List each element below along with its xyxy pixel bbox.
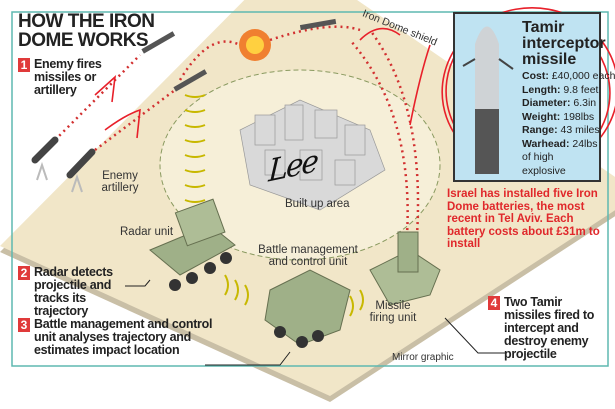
explosion-icon [239,29,271,61]
spec-row: Cost: £40,000 each [522,70,615,84]
step-2: 2 Radar detects projectile and tracks it… [18,266,138,318]
credit-text: Mirror graphic [392,352,454,363]
missile-launcher [369,231,441,306]
step-text: Two Tamir missiles fired to intercept an… [504,295,595,361]
step-text: Battle management and control unit analy… [34,317,213,357]
step-number: 4 [488,296,500,310]
spec-value: 198lbs [563,110,595,123]
tamir-info-box: Tamir interceptor missile Cost: £40,000 … [453,12,615,182]
enemy-missile-icon [141,18,337,92]
spec-value: 43 miles [560,124,600,136]
spec-value: 9.8 feet [563,83,599,96]
spec-key: Length: [522,83,561,96]
step-3: 3 Battle management and control unit ana… [18,318,218,357]
label-enemy-artillery: Enemy artillery [101,170,139,194]
spec-key: Warhead: [522,137,570,150]
tamir-missile-icon [462,26,514,174]
spec-key: Cost: [522,70,549,82]
artillery-stand [36,161,83,193]
label-battle-unit: Battle management and control unit [258,244,358,268]
label-built-up-area: Built up area [285,198,350,210]
step-number: 1 [18,58,30,72]
leader-lines [125,279,505,366]
step-4: 4 Two Tamir missiles fired to intercept … [488,296,598,361]
spec-row: Warhead: 24lbs of high explosive [522,138,600,179]
step-number: 3 [18,318,30,332]
radar-unit-vehicle [149,198,236,291]
label-radar-unit: Radar unit [120,226,174,238]
spec-value: £40,000 each [551,70,615,82]
spec-key: Range: [522,124,558,136]
trajectories [54,25,420,261]
radar-waves [184,94,364,321]
artillery-icon [31,136,96,179]
battery-note: Israel has installed five Iron Dome batt… [447,188,600,250]
spec-row: Length: 9.8 feet [522,84,615,98]
infobox-title: Tamir interceptor missile [522,19,606,68]
battle-unit-vehicle [264,269,351,348]
spec-key: Weight: [522,110,561,123]
step-number: 2 [18,266,30,280]
spec-key: Diameter: [522,97,571,109]
frame [11,11,609,367]
spec-row: Range: 43 miles [522,124,615,138]
spec-row: Diameter: 6.3in [522,97,615,111]
infobox-specs: Cost: £40,000 each Length: 9.8 feet Diam… [522,70,615,178]
step-text: Radar detects projectile and tracks its … [34,265,113,318]
step-1: 1 Enemy fires missiles or artillery [18,58,128,97]
spec-row: Weight: 198lbs [522,111,615,125]
step-text: Enemy fires missiles or artillery [34,57,102,97]
spec-value: 6.3in [573,97,597,109]
spec-value: 24lbs of high explosive [522,137,598,177]
built-up-area-buildings [239,99,386,211]
label-missile-firing-unit: Missile firing unit [369,300,417,324]
page-title: HOW THE IRON DOME WORKS [18,11,155,51]
